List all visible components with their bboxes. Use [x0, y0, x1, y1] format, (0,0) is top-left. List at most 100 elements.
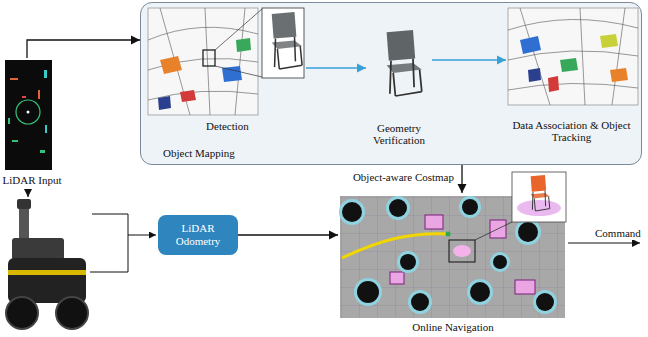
flow-arrow — [27, 40, 140, 58]
sensor-input: LiDAR Input — [1, 58, 63, 187]
costmap — [342, 234, 448, 258]
lidar-scan — [45, 125, 47, 133]
costmap — [357, 281, 379, 303]
costmap — [515, 280, 535, 294]
lidar-scan — [22, 96, 26, 98]
costmap — [389, 199, 407, 217]
tracking-scene — [520, 36, 541, 54]
robot-arrow — [128, 235, 156, 236]
robot — [6, 199, 88, 329]
detection-scene — [262, 8, 304, 78]
process-box: LiDAR Odometry — [158, 215, 238, 255]
costmap — [339, 172, 566, 318]
detection-scene — [160, 56, 182, 74]
detection-scene — [158, 96, 171, 110]
stage-figure: Data Association & Object Tracking — [506, 9, 637, 144]
tracking-scene — [560, 58, 578, 72]
costmap — [459, 196, 481, 218]
lidar-scan — [10, 78, 18, 80]
tracking-scene — [528, 68, 541, 82]
costmap — [531, 175, 550, 211]
costmap — [397, 251, 419, 273]
costmap — [536, 293, 554, 311]
lidar-scan — [8, 118, 10, 124]
costmap — [339, 199, 365, 225]
module-panel: Object Mapping Detection Geometry Verifica… — [140, 2, 642, 165]
costmap — [515, 219, 541, 245]
tracking-scene — [508, 8, 638, 105]
tracking-scene — [508, 8, 638, 105]
navigation-figure: Online Navigation — [338, 193, 568, 334]
detection-scene — [203, 50, 215, 66]
flow-arrow — [306, 67, 366, 68]
costmap — [533, 290, 557, 314]
costmap — [411, 293, 429, 311]
verified-chair — [387, 30, 422, 96]
costmap — [390, 272, 404, 284]
costmap — [449, 240, 475, 262]
flow-arrow — [238, 234, 338, 235]
lidar-scan — [16, 100, 40, 124]
detection-scene — [148, 8, 258, 115]
figure-caption: Geometry Verification — [366, 122, 432, 147]
flow-arrow — [461, 165, 462, 193]
costmap — [446, 232, 451, 237]
edge-label: Object-aware Costmap — [352, 171, 455, 184]
figure-caption: LiDAR Input — [1, 174, 63, 187]
figure-caption: Detection — [173, 120, 283, 133]
costmap — [493, 255, 507, 269]
box-label: LiDAR Odometry — [158, 222, 238, 247]
robot — [17, 199, 31, 209]
robot-link — [90, 214, 128, 272]
lidar-scan — [12, 140, 18, 142]
command-arrow — [568, 242, 640, 243]
detection-scene — [272, 12, 302, 69]
costmap — [490, 252, 510, 272]
robot — [6, 297, 38, 329]
tracking-scene — [508, 8, 638, 105]
lidar-scan — [40, 150, 45, 153]
tracking-scene — [600, 34, 618, 48]
costmap — [462, 199, 478, 215]
panel-title: Object Mapping — [163, 147, 235, 160]
costmap — [512, 172, 566, 222]
costmap — [340, 196, 565, 318]
robot — [8, 270, 86, 275]
tracking-scene — [610, 68, 628, 82]
input-arrow — [27, 189, 28, 197]
costmap — [467, 279, 493, 305]
detection-scene — [215, 9, 262, 77]
costmap — [342, 202, 362, 222]
costmap — [518, 222, 538, 242]
flow-arrow — [432, 59, 506, 60]
lidar-scan — [44, 70, 47, 78]
lidar-scan — [5, 60, 52, 170]
output-label: Command — [594, 227, 642, 240]
costmap — [470, 282, 490, 302]
panel-ground — [140, 2, 642, 165]
costmap — [400, 254, 416, 270]
figure-caption: Online Navigation — [338, 321, 568, 334]
costmap — [425, 215, 443, 229]
detection-scene — [148, 8, 258, 115]
detection-scene — [148, 8, 304, 115]
costmap — [453, 245, 471, 257]
costmap — [386, 196, 410, 220]
detection-scene — [236, 38, 251, 52]
costmap — [408, 290, 432, 314]
robot — [19, 209, 29, 239]
lidar-scan — [27, 111, 30, 114]
robot — [12, 238, 64, 260]
lidar-scan — [38, 90, 40, 99]
figure-caption: Data Association & Object Tracking — [506, 119, 637, 144]
tracking-scene — [548, 76, 559, 92]
robot — [56, 297, 88, 329]
costmap — [354, 278, 382, 306]
stage-figure: Geometry Verification — [366, 9, 432, 147]
costmap — [517, 200, 561, 216]
costmap — [340, 196, 565, 318]
costmap — [475, 222, 512, 240]
